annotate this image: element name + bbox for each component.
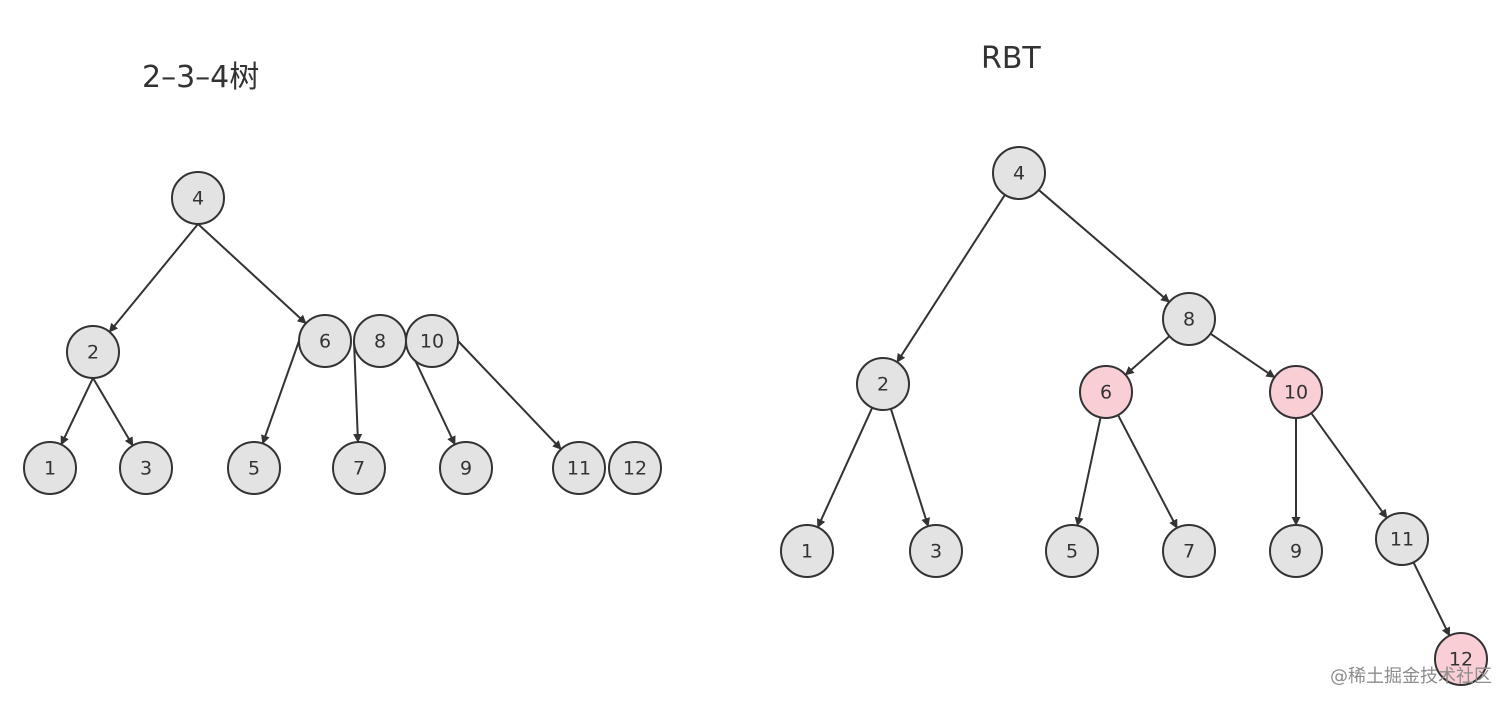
node-circle [332, 441, 386, 495]
node-label: 4 [192, 188, 204, 210]
node-circle [1269, 365, 1323, 419]
tree-234-edge-8-to-7 [353, 340, 363, 443]
node-circle [1162, 292, 1216, 346]
node-label: 2 [87, 342, 99, 364]
node-circle [66, 325, 120, 379]
node-label: 11 [567, 458, 591, 480]
node-label: 1 [44, 458, 56, 480]
node-label: 6 [319, 331, 331, 353]
tree-234-edge-10-to-11 [457, 340, 562, 450]
tree-234-node-12: 12 [608, 441, 662, 495]
tree-rbt-edge-10-to-11 [1310, 412, 1388, 519]
tree-234-node-6: 6 [298, 314, 352, 368]
node-circle [171, 171, 225, 225]
node-label: 5 [248, 458, 260, 480]
tree-rbt-edge-8-to-6 [1124, 335, 1171, 376]
node-circle [1079, 365, 1133, 419]
watermark: @稀土掘金技术社区 [1330, 666, 1492, 687]
tree-rbt-node-2: 2 [856, 357, 910, 411]
nodes-234-tree: 4 2 6 8 10 1 3 5 7 9 11 12 [23, 171, 662, 495]
node-circle [405, 314, 459, 368]
node-circle [23, 441, 77, 495]
edges-rbt [816, 189, 1451, 637]
tree-234-node-4: 4 [171, 171, 225, 225]
tree-234-node-5: 5 [227, 441, 281, 495]
tree-rbt-node-6: 6 [1079, 365, 1133, 419]
node-label: 4 [1013, 163, 1025, 185]
tree-234-edge-2-to-3 [92, 377, 134, 447]
node-circle [1434, 632, 1488, 686]
tree-rbt-node-8: 8 [1162, 292, 1216, 346]
node-circle [909, 524, 963, 578]
node-label: 6 [1100, 382, 1112, 404]
node-label: 8 [1183, 309, 1195, 331]
tree-rbt-node-12: 12 [1434, 632, 1488, 686]
tree-rbt-edge-2-to-1 [816, 407, 874, 529]
node-circle [1045, 524, 1099, 578]
nodes-rbt: 4 8 2 6 10 1 3 5 7 9 11 12 [780, 146, 1488, 686]
tree-rbt-edge-4-to-2 [896, 194, 1006, 363]
node-circle [439, 441, 493, 495]
tree-rbt-edge-4-to-8 [1038, 189, 1170, 303]
tree-234-node-8: 8 [353, 314, 407, 368]
node-circle [992, 146, 1046, 200]
node-circle [1269, 524, 1323, 578]
tree-rbt-node-3: 3 [909, 524, 963, 578]
node-label: 10 [420, 331, 444, 353]
tree-rbt-node-7: 7 [1162, 524, 1216, 578]
node-label: 9 [460, 458, 472, 480]
node-label: 5 [1066, 541, 1078, 563]
tree-rbt-node-1: 1 [780, 524, 834, 578]
node-circle [608, 441, 662, 495]
tree-234-node-11: 11 [552, 441, 606, 495]
node-label: 10 [1284, 382, 1308, 404]
tree-234-node-2: 2 [66, 325, 120, 379]
node-label: 12 [623, 458, 647, 480]
node-circle [856, 357, 910, 411]
node-circle [119, 441, 173, 495]
tree-234-node-10: 10 [405, 314, 459, 368]
tree-234-node-9: 9 [439, 441, 493, 495]
node-circle [227, 441, 281, 495]
tree-rbt-node-4: 4 [992, 146, 1046, 200]
tree-rbt-node-11: 11 [1375, 512, 1429, 566]
tree-rbt-node-5: 5 [1045, 524, 1099, 578]
node-circle [1375, 512, 1429, 566]
node-label: 12 [1449, 649, 1473, 671]
tree-234-edge-2-to-1 [60, 377, 94, 446]
tree-234-edge-4-to-2 [108, 223, 199, 333]
edges-234-tree [60, 223, 562, 450]
node-circle [298, 314, 352, 368]
node-label: 2 [877, 374, 889, 396]
title-rbt: RBT [981, 41, 1041, 76]
node-label: 3 [140, 458, 152, 480]
tree-rbt-node-9: 9 [1269, 524, 1323, 578]
tree-234-edge-4-to-6 [197, 223, 307, 325]
node-label: 11 [1390, 529, 1414, 551]
tree-rbt-node-10: 10 [1269, 365, 1323, 419]
tree-rbt-edge-11-to-12 [1412, 561, 1451, 637]
node-label: 9 [1290, 541, 1302, 563]
node-label: 8 [374, 331, 386, 353]
node-label: 7 [353, 458, 365, 480]
tree-234-edge-6-to-5 [261, 340, 300, 445]
tree-234-node-3: 3 [119, 441, 173, 495]
node-label: 1 [801, 541, 813, 563]
tree-234-node-1: 1 [23, 441, 77, 495]
title-234-tree: 2–3–4树 [142, 60, 260, 95]
tree-234-node-7: 7 [332, 441, 386, 495]
tree-rbt-edge-6-to-7 [1117, 414, 1178, 529]
node-label: 3 [930, 541, 942, 563]
node-label: 7 [1183, 541, 1195, 563]
tree-rbt-edge-2-to-3 [889, 408, 930, 528]
tree-rbt-edge-6-to-5 [1074, 417, 1102, 527]
tree-rbt-edge-8-to-10 [1209, 332, 1276, 379]
node-circle [552, 441, 606, 495]
node-circle [1162, 524, 1216, 578]
node-circle [780, 524, 834, 578]
